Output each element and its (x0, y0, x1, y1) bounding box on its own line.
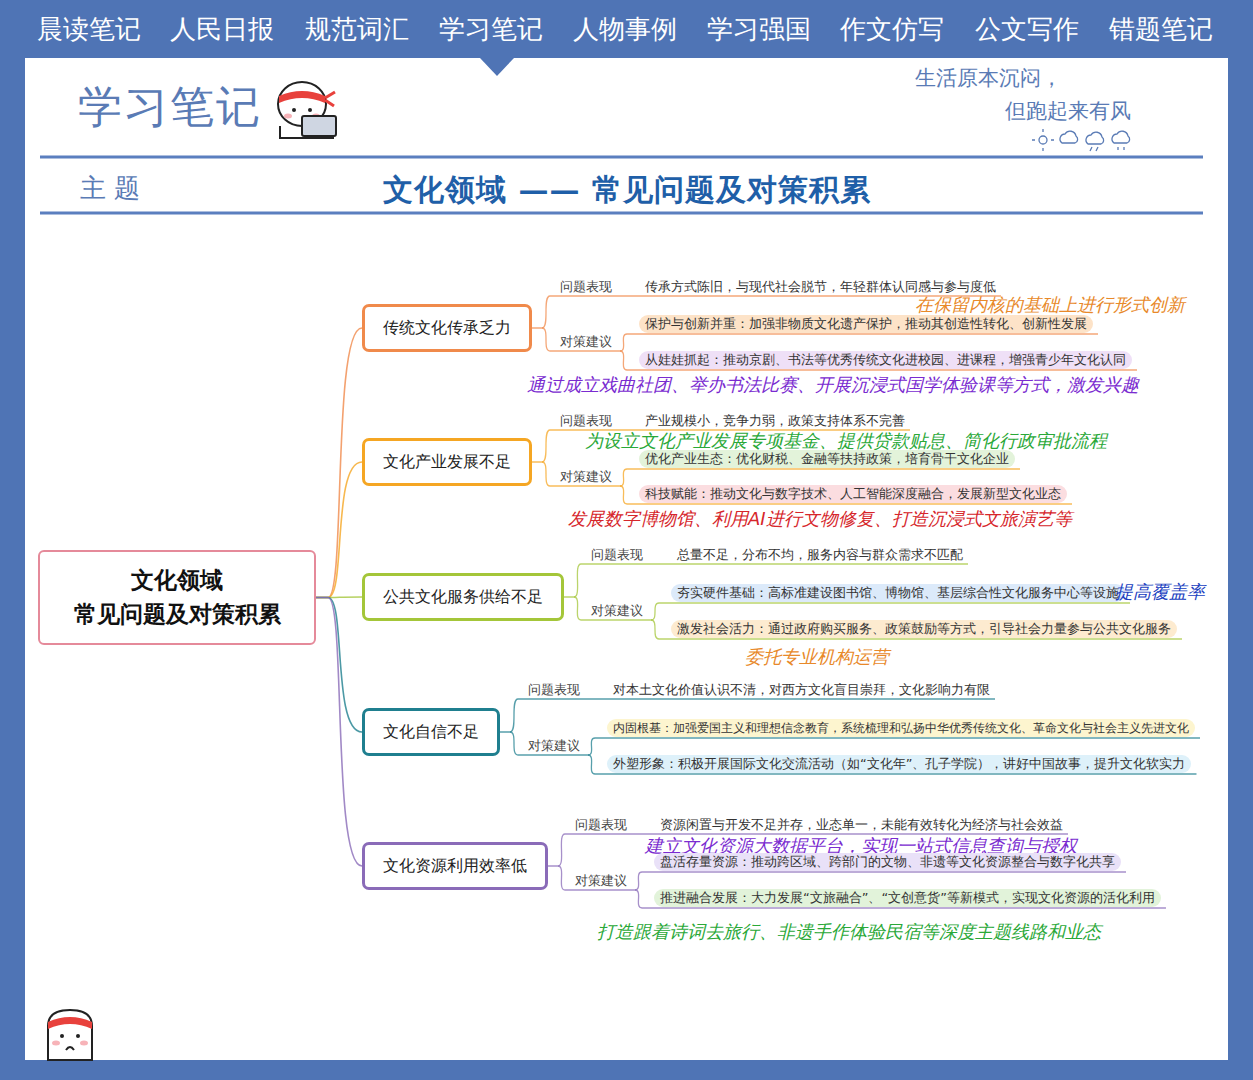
branch-line (635, 890, 1166, 908)
leaf-text: 激发社会活力：通过政府购买服务、政策鼓励等方式，引导社会力量参与公共文化服务 (671, 620, 1177, 638)
tree-connector (316, 598, 362, 867)
handwritten-note: 提高覆盖率 (1115, 582, 1205, 602)
leaf-text: 从娃娃抓起：推动京剧、书法等优秀传统文化进校园、进课程，增强青少年文化认同 (639, 351, 1132, 369)
branch-label: 对策建议 (560, 334, 612, 350)
handwritten-note: 打造跟着诗词去旅行、非遗手作体验民宿等深度主题线路和业态 (597, 922, 1101, 942)
branch-line (620, 486, 1072, 504)
page-heading: 学习笔记 (78, 81, 262, 133)
handwritten-note: 通过成立戏曲社团、举办书法比赛、开展沉浸式国学体验课等方式，激发兴趣 (527, 375, 1139, 395)
branch-line (588, 738, 1200, 755)
leaf-text: 外塑形象：积极开展国际文化交流活动（如“文化年”、孔子学院），讲好中国故事，提升… (607, 755, 1191, 773)
header-rule (40, 156, 1203, 159)
handwritten-note: 为设立文化产业发展专项基金、提供贷款贴息、简化行政审批流程 (585, 431, 1107, 451)
node-text: 传统文化传承乏力 (383, 318, 511, 339)
branch-line (558, 866, 635, 890)
branch-line (510, 732, 588, 755)
branch-label: 问题表现 (575, 817, 627, 833)
header-rule (40, 212, 1203, 215)
branch-line (620, 469, 1020, 486)
tab-pointer (480, 58, 514, 76)
branch-label: 问题表现 (528, 682, 580, 698)
cartoon-figure (48, 1010, 92, 1060)
nav-tab: 人民日报 (170, 13, 274, 45)
branch-line (588, 755, 1196, 774)
tree-connector (316, 328, 362, 598)
leaf-text: 推进融合发展：大力发展“文旅融合”、“文创意货”等新模式，实现文化资源的活化利用 (654, 889, 1161, 907)
branch-label: 对策建议 (591, 603, 643, 619)
branch-line (574, 597, 651, 620)
diagram-title: 文化领域 —— 常见问题及对策积累 (383, 171, 871, 209)
branch-line (542, 328, 620, 351)
branch-label: 问题表现 (591, 547, 643, 563)
node-text: 文化自信不足 (383, 722, 479, 743)
category-box: 文化资源利用效率低 (362, 842, 548, 890)
handwritten-note: 在保留内核的基础上进行形式创新 (915, 295, 1185, 315)
nav-tab: 晨读笔记 (37, 13, 141, 45)
branch-line (620, 334, 1098, 351)
leaf-text: 对本土文化价值认识不清，对西方文化盲目崇拜，文化影响力有限 (613, 682, 990, 698)
branch-line (542, 462, 620, 486)
nav-tab: 学习笔记 (439, 13, 543, 45)
nav-tab: 作文仿写 (840, 13, 944, 45)
nav-tab: 规范词汇 (305, 13, 409, 45)
handwritten-note: 委托专业机构运营 (745, 647, 889, 667)
nav-tab: 人物事例 (573, 13, 677, 45)
nav-tab: 错题笔记 (1109, 13, 1213, 45)
node-text: 文化产业发展不足 (383, 452, 511, 473)
category-box: 文化自信不足 (362, 708, 500, 756)
branch-label: 对策建议 (560, 469, 612, 485)
category-box: 公共文化服务供给不足 (362, 573, 564, 621)
topic-label: 主 题 (80, 172, 140, 204)
branch-line (651, 603, 1130, 620)
weather-icons (1032, 129, 1130, 151)
category-box: 传统文化传承乏力 (362, 304, 532, 352)
leaf-text: 盘活存量资源：推动跨区域、跨部门的文物、非遗等文化资源整合与数字化共享 (654, 853, 1121, 871)
leaf-text: 夯实硬件基础：高标准建设图书馆、博物馆、基层综合性文化服务中心等设施 (671, 584, 1125, 602)
node-text: 文化领域 常见问题及对策积累 (50, 564, 304, 631)
node-text: 文化资源利用效率低 (383, 856, 527, 877)
leaf-text: 保护与创新并重：加强非物质文化遗产保护，推动其创造性转化、创新性发展 (639, 315, 1093, 333)
leaf-text: 产业规模小，竞争力弱，政策支持体系不完善 (645, 413, 905, 429)
handwritten-note: 发展数字博物馆、利用AI进行文物修复、打造沉浸式文旅演艺等 (568, 509, 1072, 529)
tree-connector (316, 462, 362, 598)
nav-tab: 公文写作 (975, 13, 1079, 45)
leaf-text: 科技赋能：推动文化与数字技术、人工智能深度融合，发展新型文化业态 (639, 485, 1067, 503)
node-text: 公共文化服务供给不足 (383, 587, 543, 608)
motto-text: 但跑起来有风 (1005, 97, 1131, 125)
branch-line (651, 620, 1182, 639)
branch-line (635, 872, 1126, 890)
branch-label: 问题表现 (560, 279, 612, 295)
leaf-text: 内固根基：加强爱国主义和理想信念教育，系统梳理和弘扬中华优秀传统文化、革命文化与… (607, 719, 1195, 737)
cartoon-figure (278, 82, 336, 138)
motto-text: 生活原本沉闷， (915, 64, 1062, 92)
branch-label: 问题表现 (560, 413, 612, 429)
branch-label: 对策建议 (575, 873, 627, 889)
branch-label: 对策建议 (528, 738, 580, 754)
branch-line (620, 351, 1137, 370)
leaf-text: 资源闲置与开发不足并存，业态单一，未能有效转化为经济与社会效益 (660, 817, 1063, 833)
leaf-text: 传承方式陈旧，与现代社会脱节，年轻群体认同感与参与度低 (645, 279, 996, 295)
root-box: 文化领域 常见问题及对策积累 (38, 550, 316, 645)
category-box: 文化产业发展不足 (362, 438, 532, 486)
leaf-text: 总量不足，分布不均，服务内容与群众需求不匹配 (677, 547, 963, 563)
leaf-text: 优化产业生态：优化财税、金融等扶持政策，培育骨干文化企业 (639, 450, 1015, 468)
nav-tab: 学习强国 (707, 13, 811, 45)
